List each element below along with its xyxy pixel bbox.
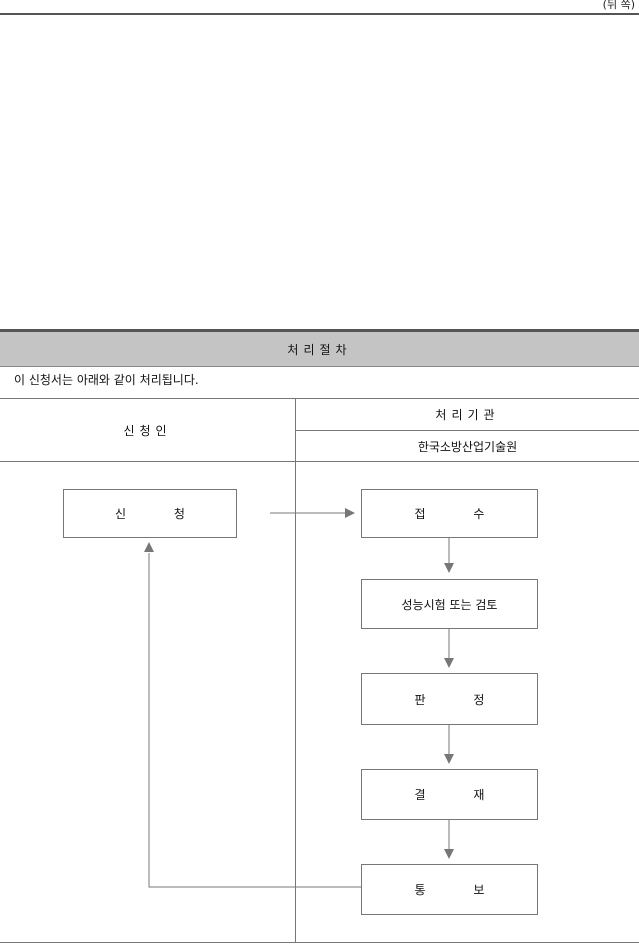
step-apply: 신 청 [63, 489, 237, 538]
table-bottom-border [0, 942, 639, 943]
step-receive: 접 수 [361, 489, 538, 538]
step-approve: 결 재 [361, 769, 538, 820]
procedure-header: 처리절차 [0, 329, 639, 367]
arrowhead-receive [345, 508, 355, 518]
step-notify: 통 보 [361, 864, 538, 915]
page-label: (뒤 쪽) [602, 0, 635, 11]
agency-name: 한국소방산업기술원 [417, 439, 518, 454]
arrowhead-judge [444, 658, 454, 668]
agency-column-header: 처리기관 [435, 408, 500, 422]
top-divider [0, 13, 639, 15]
step-judge: 판 정 [361, 673, 538, 725]
step-test-or-review: 성능시험 또는 검토 [361, 579, 538, 629]
arrowhead-test [444, 563, 454, 573]
arrowhead-approve [444, 754, 454, 764]
arrowhead-apply [144, 542, 154, 552]
column-divider [295, 398, 296, 943]
arrow-notify-to-apply [148, 553, 361, 888]
table-top-border [0, 398, 639, 399]
applicant-column-header: 신청인 [123, 423, 172, 438]
table-header-border [0, 461, 639, 462]
procedure-intro: 이 신청서는 아래와 같이 처리됩니다. [14, 373, 199, 387]
arrowhead-notify [444, 849, 454, 859]
agency-sub-border [296, 430, 639, 431]
